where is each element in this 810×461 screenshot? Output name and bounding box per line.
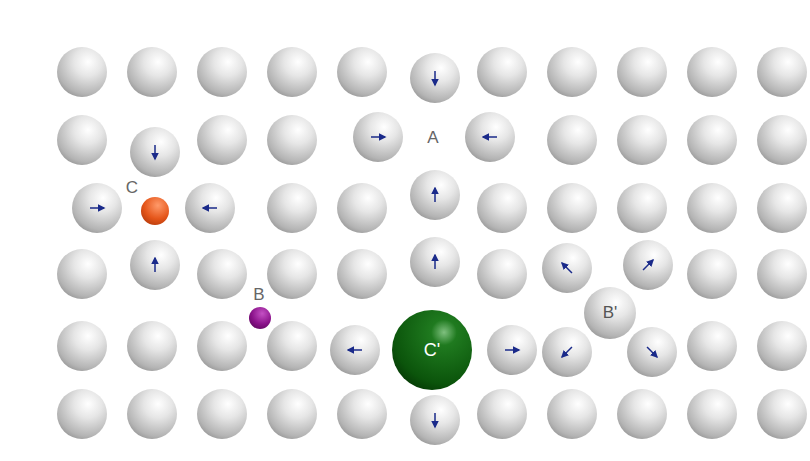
host-atom: [542, 327, 592, 377]
host-atom: [57, 389, 107, 439]
host-atom: [477, 183, 527, 233]
displacement-arrow: [643, 260, 653, 270]
host-atom: [130, 127, 180, 177]
host-atom: [57, 249, 107, 299]
host-atom: [617, 183, 667, 233]
host-atom: [617, 115, 667, 165]
host-atom: [267, 115, 317, 165]
host-atom: [687, 389, 737, 439]
host-atom: [337, 47, 387, 97]
displacement-arrow: [154, 145, 156, 159]
displacement-arrow: [434, 413, 436, 427]
displacement-arrow: [154, 258, 156, 272]
host-atom: [687, 115, 737, 165]
host-atom: [267, 47, 317, 97]
displacement-arrow: [90, 207, 104, 209]
host-atom: [623, 240, 673, 290]
host-atom: [617, 47, 667, 97]
self-interstitial-atom: B': [584, 287, 636, 339]
host-atom: [487, 325, 537, 375]
displacement-arrow: [371, 136, 385, 138]
substitutional-atom: [141, 197, 169, 225]
host-atom: [547, 115, 597, 165]
defect-label: C: [126, 178, 138, 198]
host-atom: [477, 47, 527, 97]
host-atom: [127, 47, 177, 97]
host-atom: [197, 321, 247, 371]
host-atom: [410, 53, 460, 103]
defect-label: A: [427, 128, 438, 148]
host-atom: [547, 389, 597, 439]
atom-label: B': [603, 303, 618, 323]
displacement-arrow: [647, 347, 657, 357]
host-atom: [337, 389, 387, 439]
atom-label: C': [424, 340, 440, 361]
host-atom: [757, 389, 807, 439]
host-atom: [465, 112, 515, 162]
host-atom: [757, 115, 807, 165]
host-atom: [617, 389, 667, 439]
large-substitutional-atom: C': [392, 310, 472, 390]
host-atom: [687, 183, 737, 233]
host-atom: [330, 325, 380, 375]
host-atom: [57, 47, 107, 97]
host-atom: [477, 389, 527, 439]
displacement-arrow: [483, 136, 497, 138]
host-atom: [547, 47, 597, 97]
host-atom: [757, 183, 807, 233]
host-atom: [127, 389, 177, 439]
host-atom: [337, 183, 387, 233]
host-atom: [687, 321, 737, 371]
defect-label: B: [253, 285, 264, 305]
host-atom: [353, 112, 403, 162]
displacement-arrow: [505, 349, 519, 351]
host-atom: [72, 183, 122, 233]
displacement-arrow: [434, 255, 436, 269]
displacement-arrow: [562, 263, 572, 273]
host-atom: [477, 249, 527, 299]
host-atom: [197, 47, 247, 97]
displacement-arrow: [203, 207, 217, 209]
displacement-arrow: [562, 347, 572, 357]
host-atom: [547, 183, 597, 233]
host-atom: [757, 321, 807, 371]
host-atom: [687, 249, 737, 299]
host-atom: [267, 183, 317, 233]
host-atom: [410, 170, 460, 220]
host-atom: [410, 395, 460, 445]
displacement-arrow: [348, 349, 362, 351]
host-atom: [185, 183, 235, 233]
host-atom: [57, 321, 107, 371]
host-atom: [687, 47, 737, 97]
host-atom: [627, 327, 677, 377]
host-atom: [267, 249, 317, 299]
host-atom: [542, 243, 592, 293]
displacement-arrow: [434, 188, 436, 202]
atom-sphere: [584, 287, 636, 339]
host-atom: [57, 115, 107, 165]
host-atom: [337, 249, 387, 299]
host-atom: [197, 389, 247, 439]
host-atom: [267, 389, 317, 439]
displacement-arrow: [434, 71, 436, 85]
interstitial-atom: [249, 307, 271, 329]
host-atom: [410, 237, 460, 287]
host-atom: [127, 321, 177, 371]
host-atom: [267, 321, 317, 371]
host-atom: [197, 115, 247, 165]
host-atom: [757, 47, 807, 97]
host-atom: [757, 249, 807, 299]
host-atom: [197, 249, 247, 299]
host-atom: [130, 240, 180, 290]
atom-sphere: [392, 310, 472, 390]
